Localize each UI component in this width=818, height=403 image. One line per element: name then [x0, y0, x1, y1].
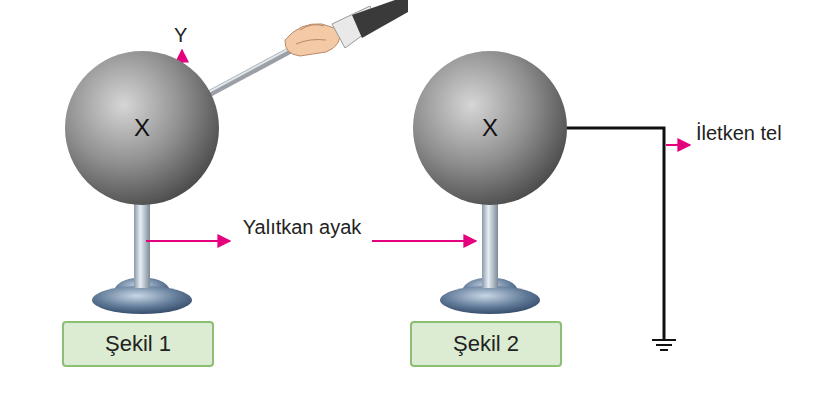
hand-with-rod — [205, 0, 408, 96]
leader-arrow — [666, 144, 690, 146]
sphere-label: X — [482, 114, 498, 142]
ground-wire — [566, 128, 676, 350]
insulating-stand — [92, 200, 192, 314]
figure-caption: Şekil 2 — [453, 331, 519, 357]
conductor-sphere: X — [412, 50, 568, 206]
charge-label: Y — [174, 24, 187, 47]
part-label: Yalıtkan ayak — [238, 216, 366, 239]
leader-arrow — [146, 240, 230, 242]
part-label: İletken tel — [696, 122, 786, 145]
figure-caption: Şekil 1 — [105, 331, 171, 357]
insulating-stand — [440, 200, 540, 314]
figure-caption-box: Şekil 2 — [410, 321, 562, 367]
conductor-sphere: X — [64, 50, 220, 206]
figure-caption-box: Şekil 1 — [62, 321, 214, 367]
leader-arrow — [372, 240, 476, 242]
sphere-label: X — [134, 114, 150, 142]
